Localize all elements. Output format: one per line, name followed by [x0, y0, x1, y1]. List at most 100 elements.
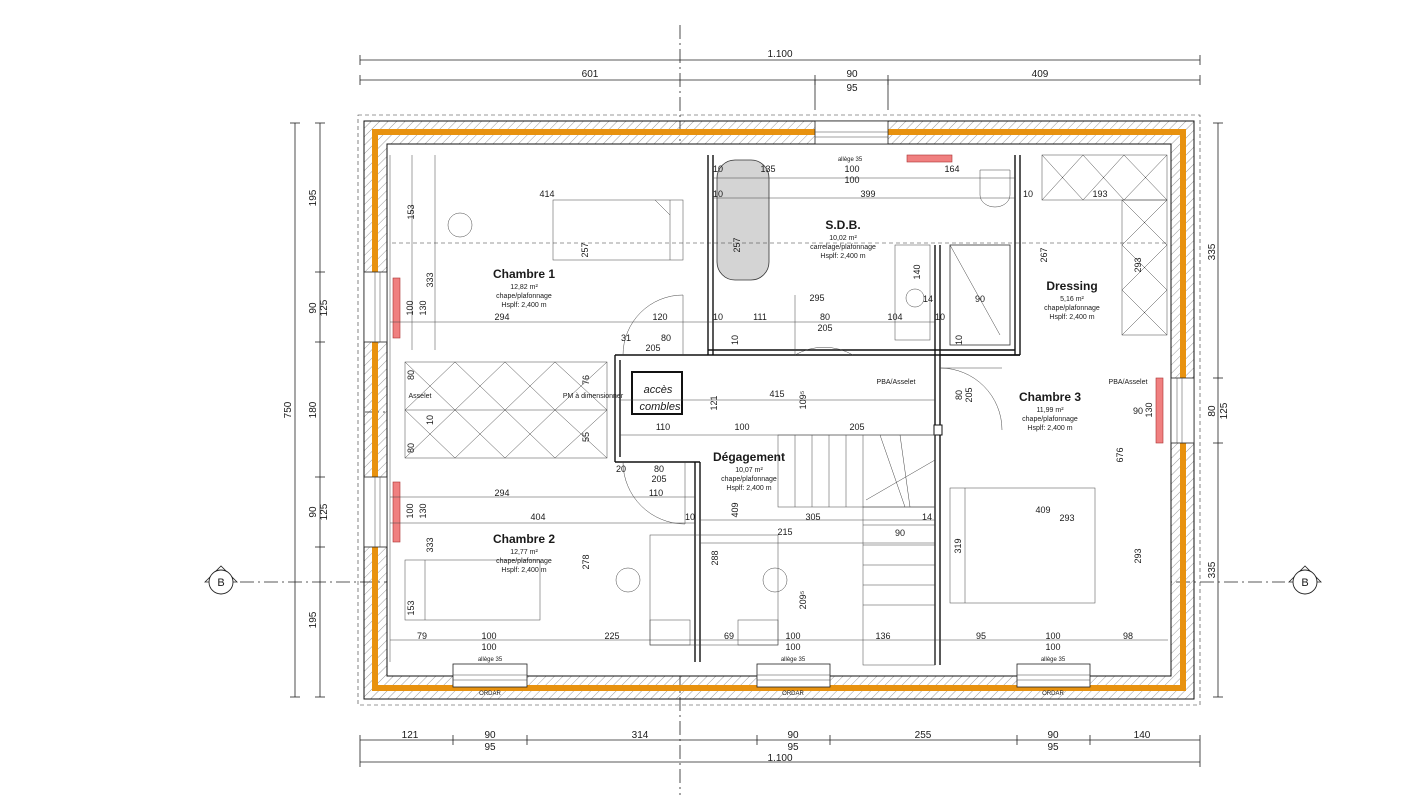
left-dimensions: 750 195 90 125 180 90 125 195: [283, 122, 330, 698]
svg-text:76: 76: [581, 375, 591, 385]
dim-bot-95b: 95: [787, 742, 799, 753]
room-chambre1: Chambre 1 12,82 m² chape/plafonnage Hspl…: [493, 267, 555, 309]
room-finish-chambre2: chape/plafonnage: [496, 558, 552, 565]
svg-text:10: 10: [1023, 189, 1033, 199]
svg-text:319: 319: [953, 538, 963, 553]
svg-text:135: 135: [760, 164, 775, 174]
window-ordar-c3: ORDAR: [1042, 691, 1064, 697]
dim-top-409: 409: [1032, 69, 1049, 80]
dressing-shelving: [1041, 154, 1168, 336]
svg-text:10: 10: [954, 335, 964, 345]
svg-text:415: 415: [769, 389, 784, 399]
svg-text:293: 293: [1059, 513, 1074, 523]
window-allege-c2: allège 35: [478, 657, 503, 663]
svg-text:100: 100: [1045, 631, 1060, 641]
dim-bot-90c: 90: [1047, 730, 1059, 741]
svg-text:295: 295: [809, 293, 824, 303]
svg-text:130: 130: [1144, 402, 1154, 417]
section-marker-left: B: [204, 565, 238, 595]
svg-text:293: 293: [1133, 548, 1143, 563]
svg-text:55: 55: [581, 432, 591, 442]
room-chambre3: Chambre 3 11,99 m² chape/plafonnage Hspl…: [1019, 390, 1081, 432]
svg-text:98: 98: [1123, 631, 1133, 641]
svg-text:205: 205: [964, 387, 974, 402]
svg-text:676: 676: [1115, 447, 1125, 462]
dim-left-750: 750: [283, 401, 294, 418]
room-finish-dressing: chape/plafonnage: [1044, 305, 1100, 312]
room-height-dressing: Hsplf: 2,400 m: [1049, 314, 1094, 321]
svg-text:205: 205: [817, 323, 832, 333]
svg-text:69: 69: [724, 631, 734, 641]
svg-text:100: 100: [785, 642, 800, 652]
svg-text:130: 130: [418, 300, 428, 315]
svg-text:31: 31: [621, 333, 631, 343]
svg-text:153: 153: [406, 600, 416, 615]
room-dressing: Dressing 5,16 m² chape/plafonnage Hsplf:…: [1044, 279, 1100, 321]
dim-bot-95c: 95: [1047, 742, 1059, 753]
svg-text:79: 79: [417, 631, 427, 641]
room-height-chambre1: Hsplf: 2,400 m: [501, 302, 546, 309]
window-allege-deg: allège 35: [781, 657, 806, 663]
window-allege-top: allège 35: [838, 157, 863, 163]
dim-top-95: 95: [846, 83, 858, 94]
dim-left-195a: 195: [308, 189, 319, 206]
bathroom-fixtures: [716, 159, 1011, 346]
svg-text:267: 267: [1039, 247, 1049, 262]
dim-bot-90b: 90: [787, 730, 799, 741]
svg-text:100: 100: [481, 642, 496, 652]
room-finish-degagement: chape/plafonnage: [721, 476, 777, 483]
dim-left-125b: 125: [319, 503, 330, 520]
room-name-degagement: Dégagement: [713, 450, 785, 464]
room-finish-chambre3: chape/plafonnage: [1022, 416, 1078, 423]
bottom-dimensions: 121 90 95 314 90 95 255 90 95 140 1.100: [359, 730, 1201, 767]
windows: allège 35 allège 35 ORDAR allège 35 ORDA…: [363, 120, 1195, 697]
room-height-degagement: Hsplf: 2,400 m: [726, 485, 771, 492]
svg-text:109⁵: 109⁵: [798, 390, 808, 409]
label-asselet: Asselet: [409, 393, 432, 400]
svg-text:414: 414: [539, 189, 554, 199]
dim-bot-total: 1.100: [767, 753, 792, 764]
dim-top-total: 1.100: [767, 49, 792, 60]
attic-access-hatch: accès combles: [631, 371, 683, 415]
svg-text:20: 20: [616, 464, 626, 474]
dim-bot-90a: 90: [484, 730, 496, 741]
section-marker-b-left: B: [217, 577, 224, 589]
svg-text:10: 10: [713, 312, 723, 322]
radiators: [392, 154, 1164, 543]
room-area-sdb: 10,02 m²: [829, 235, 857, 242]
svg-text:140: 140: [912, 264, 922, 279]
room-finish-sdb: carrelage/plafonnage: [810, 244, 876, 251]
svg-text:205: 205: [651, 474, 666, 484]
svg-text:294: 294: [494, 312, 509, 322]
svg-text:80: 80: [820, 312, 830, 322]
top-dimensions: 1.100 601 90 95 409: [359, 49, 1201, 110]
room-name-sdb: S.D.B.: [825, 218, 860, 232]
dim-left-90b: 90: [308, 506, 319, 518]
window-ordar-c2: ORDAR: [479, 691, 501, 697]
room-name-chambre2: Chambre 2: [493, 532, 555, 546]
svg-text:80: 80: [406, 370, 416, 380]
dim-right-125: 125: [1219, 402, 1230, 419]
room-area-dressing: 5,16 m²: [1060, 296, 1084, 303]
svg-text:10: 10: [685, 512, 695, 522]
dim-left-180: 180: [308, 401, 319, 418]
room-height-sdb: Hsplf: 2,400 m: [820, 253, 865, 260]
svg-text:121: 121: [709, 395, 719, 410]
svg-text:80: 80: [654, 464, 664, 474]
svg-text:111: 111: [753, 312, 767, 322]
svg-text:305: 305: [805, 512, 820, 522]
dim-left-90a: 90: [308, 302, 319, 314]
doors: [622, 294, 1003, 525]
svg-text:90: 90: [895, 528, 905, 538]
dim-bot-95a: 95: [484, 742, 496, 753]
room-degagement: Dégagement 10,07 m² chape/plafonnage Hsp…: [713, 450, 785, 492]
svg-text:136: 136: [875, 631, 890, 641]
furniture: [389, 155, 1096, 662]
room-area-chambre3: 11,99 m²: [1036, 407, 1064, 414]
svg-text:205: 205: [849, 422, 864, 432]
svg-text:10: 10: [713, 164, 723, 174]
svg-text:153: 153: [406, 204, 416, 219]
label-pba-right: PBA/Asselet: [1109, 379, 1148, 386]
room-area-chambre2: 12,77 m²: [510, 549, 538, 556]
